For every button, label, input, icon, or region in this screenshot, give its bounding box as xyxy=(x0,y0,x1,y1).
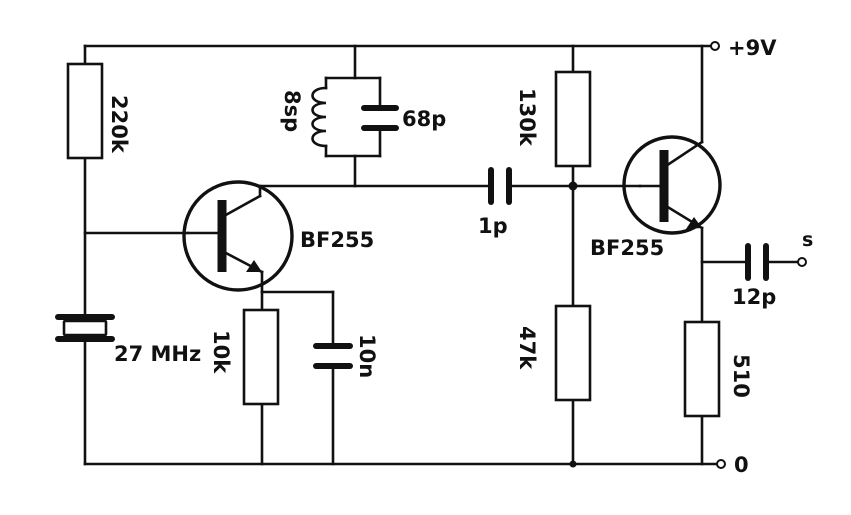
left-branch-wire xyxy=(83,44,190,466)
resistor-220k xyxy=(66,62,104,160)
label-220k: 220k xyxy=(107,95,131,154)
collector-line xyxy=(258,184,642,198)
label-crystal: 27 MHz xyxy=(114,342,201,366)
output-label: s xyxy=(802,229,813,251)
transistor-t2 xyxy=(622,135,722,235)
ground-terminal xyxy=(716,459,726,469)
label-t2: BF255 xyxy=(590,236,664,260)
ground-label: 0 xyxy=(734,453,749,477)
supply-label: +9V xyxy=(728,36,777,60)
label-510: 510 xyxy=(729,354,753,398)
junction-dot xyxy=(568,181,578,191)
resistor-10k xyxy=(242,308,280,406)
transistor-t1 xyxy=(182,180,294,292)
label-47k: 47k xyxy=(515,326,539,370)
label-10k: 10k xyxy=(209,330,233,374)
output-terminal xyxy=(797,257,807,267)
t2-wire xyxy=(700,44,800,466)
capacitor-10n xyxy=(313,343,353,369)
label-12p: 12p xyxy=(732,285,776,309)
resistor-510 xyxy=(683,320,721,418)
coil-8sp xyxy=(311,86,328,148)
capacitor-1p xyxy=(488,167,512,205)
capacitor-12p xyxy=(745,243,769,281)
emitter-wire xyxy=(260,270,335,466)
label-10n: 10n xyxy=(355,334,379,378)
resistor-47k xyxy=(554,304,592,402)
label-130k: 130k xyxy=(515,88,539,147)
resistor-130k xyxy=(554,70,592,168)
tank-wire xyxy=(324,44,382,188)
label-coil: 8sp xyxy=(280,90,304,132)
supply-terminal xyxy=(710,41,720,51)
label-t1: BF255 xyxy=(300,228,374,252)
label-68p: 68p xyxy=(402,107,446,131)
crystal-27mhz xyxy=(55,314,115,342)
capacitor-68p xyxy=(361,105,399,131)
junction-dot xyxy=(569,460,577,468)
label-1p: 1p xyxy=(478,214,508,238)
